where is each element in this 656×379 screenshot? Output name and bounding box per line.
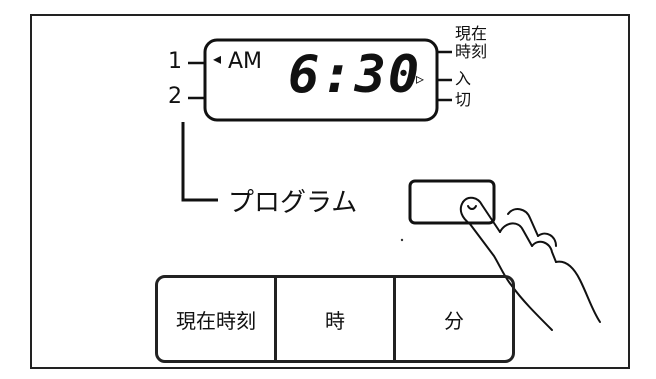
hour-button[interactable]: 時: [274, 278, 393, 360]
current-label-part1: 現在: [455, 24, 488, 43]
current-label-part2: 時刻: [455, 42, 488, 61]
diagram-frame: [30, 14, 630, 369]
on-label: 入: [455, 69, 472, 88]
marker-1-label: 1: [168, 49, 182, 74]
on-indicator-arrow-icon: ▹: [416, 69, 425, 88]
ampm-indicator: AM: [228, 49, 263, 74]
marker-2-label: 2: [168, 84, 182, 109]
current-time-button[interactable]: 現在時刻: [176, 308, 256, 333]
am-indicator-arrow-icon: ◂: [213, 49, 222, 68]
minute-button[interactable]: 分: [393, 278, 512, 360]
program-button[interactable]: [410, 181, 494, 223]
program-label: プログラム: [228, 188, 358, 218]
off-label: 切: [455, 90, 472, 109]
program-bracket: [181, 122, 218, 202]
program-button-shape: [408, 179, 496, 225]
button-row: 現在時刻 時 分: [155, 275, 515, 363]
time-readout: 6:30: [288, 45, 422, 105]
